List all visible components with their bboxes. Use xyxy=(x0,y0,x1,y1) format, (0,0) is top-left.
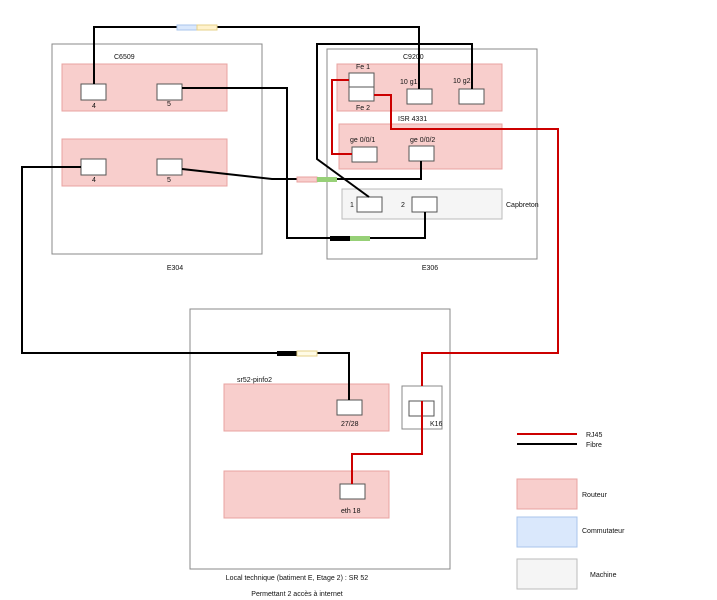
legend-machine-swatch xyxy=(516,558,578,590)
fibre-c6509-to-10g1 xyxy=(93,26,420,89)
legend-switch-swatch xyxy=(516,516,578,548)
legend-router-label: Routeur xyxy=(582,492,608,499)
fibre-c6509-4-to-sr52 xyxy=(21,166,350,400)
port-label: 4 xyxy=(92,103,96,110)
g1-label: 10 g1 xyxy=(400,79,418,86)
port-label: 4 xyxy=(92,177,96,184)
port-10g2[interactable] xyxy=(458,88,485,105)
port-label: 5 xyxy=(167,101,171,108)
legend-rj45-label: RJ45 xyxy=(586,432,602,439)
capbreton-p1-label: 1 xyxy=(350,202,354,209)
legend-router-swatch xyxy=(516,478,578,510)
fibre-connector xyxy=(350,236,370,241)
rj45-k16-to-eth18 xyxy=(351,401,423,484)
port-capbreton-2[interactable] xyxy=(411,196,438,213)
port[interactable] xyxy=(156,158,183,176)
port[interactable] xyxy=(80,158,107,176)
port-ge002[interactable] xyxy=(408,145,435,162)
room-e304 xyxy=(51,43,263,255)
fibre-c6509-5-to-ge002 xyxy=(181,161,422,180)
fibre-connector xyxy=(296,176,318,183)
isr-label: ISR 4331 xyxy=(398,116,427,123)
port-10g1[interactable] xyxy=(406,88,433,105)
k16-label: K16 xyxy=(430,421,443,428)
room-e306 xyxy=(326,48,538,260)
c6509-label: C6509 xyxy=(114,54,135,61)
fibre-connector xyxy=(296,350,318,357)
room-e304-label: E304 xyxy=(167,265,183,272)
fibre-connector xyxy=(196,24,218,31)
port[interactable] xyxy=(80,83,107,101)
port-eth18[interactable] xyxy=(339,483,366,500)
ge2-label: ge 0/0/2 xyxy=(410,137,435,144)
c9200-label: C9200 xyxy=(403,54,424,61)
rj45-fe1-to-ge001 xyxy=(331,79,352,155)
capbreton-label: Capbreton xyxy=(506,202,539,209)
c6509-router-bottom[interactable] xyxy=(61,138,228,187)
legend-machine-label: Machine xyxy=(590,572,617,579)
port-label: 5 xyxy=(167,177,171,184)
sr52-subcaption: Permettant 2 accès à internet xyxy=(251,591,342,598)
capbreton-p2-label: 2 xyxy=(401,202,405,209)
port[interactable] xyxy=(156,83,183,101)
fe2-label: Fe 2 xyxy=(356,105,370,112)
sr52-caption: Local technique (batiment E, Etage 2) : … xyxy=(226,575,369,582)
room-e306-label: E306 xyxy=(422,265,438,272)
legend-fibre-label: Fibre xyxy=(586,442,602,449)
port-ge001[interactable] xyxy=(351,146,378,163)
fibre-connector xyxy=(277,351,297,356)
ge1-label: ge 0/0/1 xyxy=(350,137,375,144)
fibre-10g2-to-capbreton1 xyxy=(316,43,473,198)
port-fe2[interactable] xyxy=(348,86,375,102)
legend-switch-label: Commutateur xyxy=(582,528,625,535)
room-sr52 xyxy=(189,308,451,570)
port-label: eth 18 xyxy=(341,508,361,515)
fibre-connector xyxy=(317,177,337,182)
fibre-c6509-5-to-capbreton2 xyxy=(182,87,426,239)
fe1-label: Fe 1 xyxy=(356,64,370,71)
g2-label: 10 g2 xyxy=(453,78,471,85)
sr52-router-top[interactable] xyxy=(223,383,390,432)
port-capbreton-1[interactable] xyxy=(356,196,383,213)
rj45-fe2-to-k16 xyxy=(374,94,559,386)
port-label: 27/28 xyxy=(341,421,359,428)
fibre-connector xyxy=(176,24,198,31)
port-fe1[interactable] xyxy=(348,72,375,88)
sr52-router-label: sr52-pinfo2 xyxy=(237,377,272,384)
port-27-28[interactable] xyxy=(336,399,363,416)
fibre-connector xyxy=(330,236,350,241)
